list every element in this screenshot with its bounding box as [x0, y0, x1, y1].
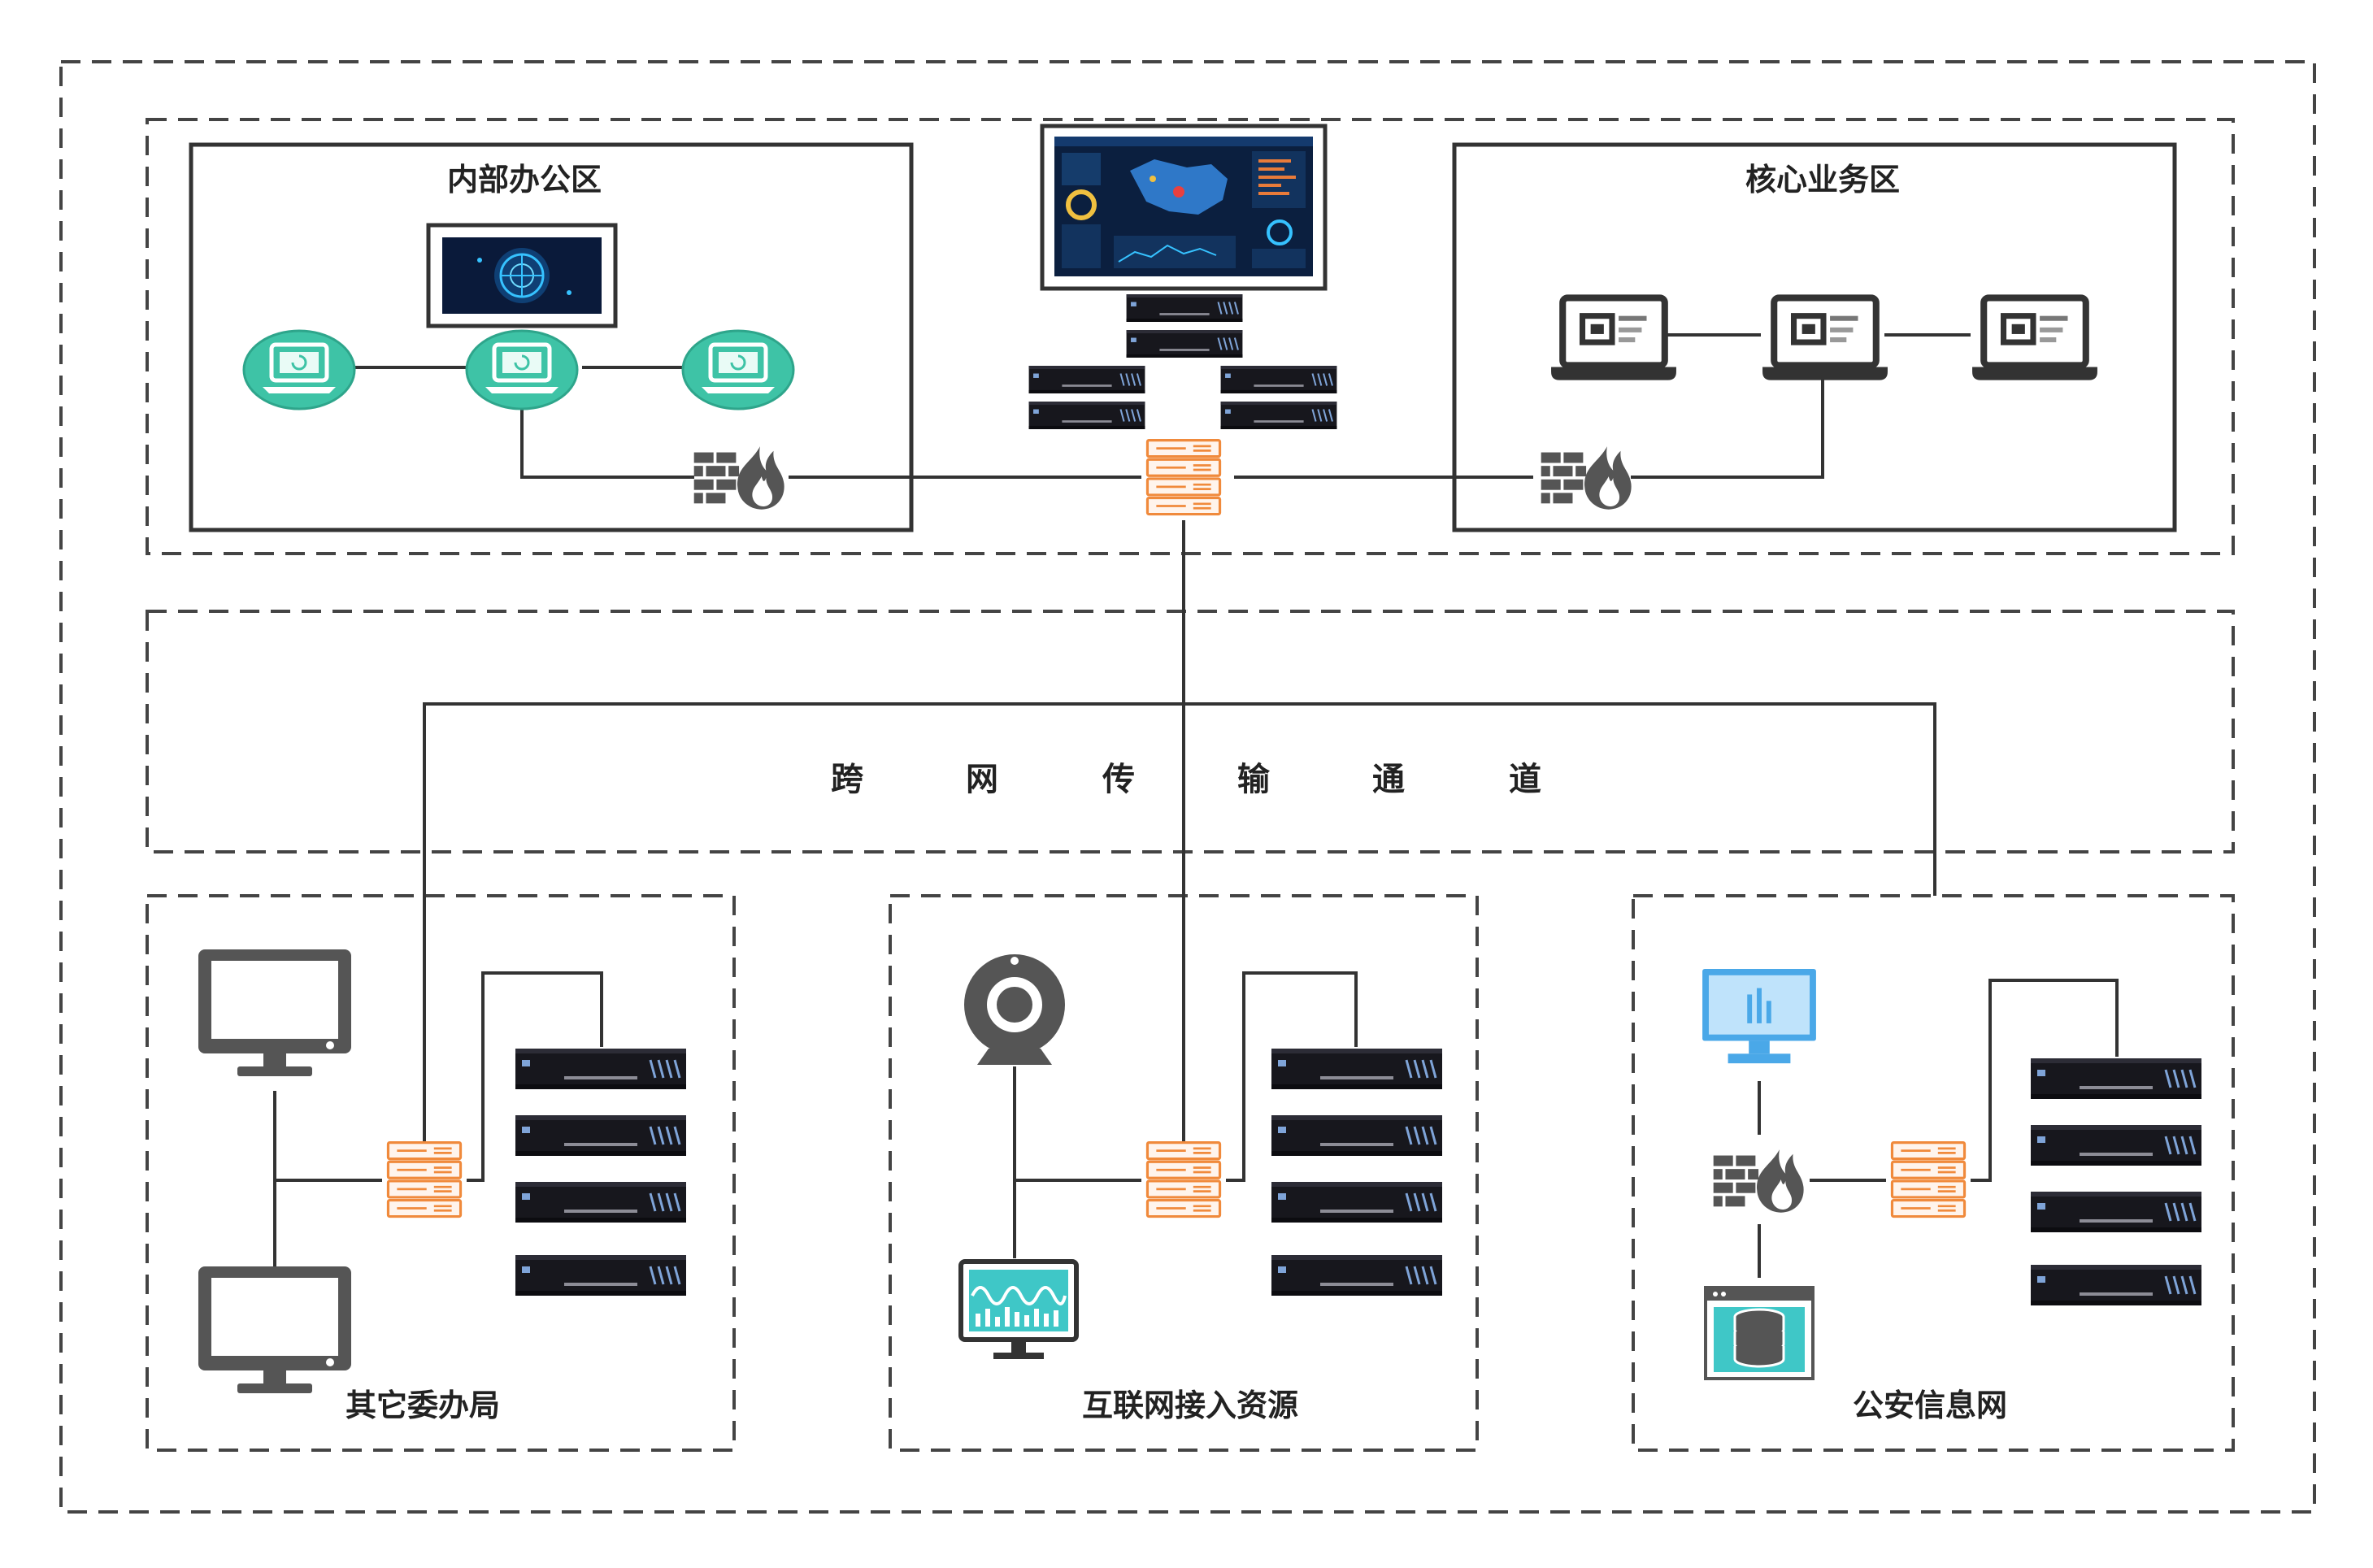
server-icon	[1219, 402, 1338, 429]
firewall-icon	[1713, 1149, 1804, 1213]
channel-char: 道	[1509, 761, 1541, 798]
switch-icon	[1145, 1140, 1222, 1218]
bottom-left-dashed-region	[146, 894, 736, 1452]
globe-screen-icon	[426, 223, 618, 328]
laptop-outline-icon	[1972, 298, 2097, 380]
bottom-right-dashed-region	[1632, 894, 2235, 1452]
firewall-icon	[693, 446, 784, 510]
public-security-title: 公安信息网	[1853, 1388, 2007, 1423]
monitor-icon	[1702, 968, 1816, 1064]
server-icon	[1028, 366, 1146, 393]
teal-laptop-icon	[244, 331, 354, 409]
channel-char: 传	[1102, 761, 1135, 798]
server-icon	[515, 1182, 686, 1223]
core-business-title: 核心业务区	[1745, 162, 1900, 198]
server-icon	[1271, 1182, 1442, 1223]
server-icon	[1125, 294, 1244, 322]
server-icon	[515, 1255, 686, 1296]
switch-icon	[1890, 1140, 1967, 1218]
core-business-zone	[1452, 142, 2177, 532]
cross-network-channel-label: 跨 网 传 输 通 道	[815, 748, 1558, 805]
channel-char: 跨	[831, 761, 864, 798]
internet-access-title: 互联网接入资源	[1082, 1388, 1298, 1423]
server-icon	[1125, 330, 1244, 358]
server-icon	[2031, 1058, 2201, 1099]
dashboard-screen-icon	[1040, 124, 1328, 291]
channel-dashed-region	[146, 610, 2235, 853]
server-icon	[515, 1115, 686, 1156]
internal-office-title: 内部办公区	[447, 162, 602, 198]
monitor-icon	[198, 949, 351, 1076]
analytics-monitor-icon	[961, 1262, 1076, 1359]
switch-icon	[386, 1140, 463, 1218]
internal-office-zone	[189, 142, 914, 532]
database-icon	[1704, 1286, 1815, 1380]
channel-char: 网	[966, 761, 998, 798]
webcam-icon	[964, 954, 1065, 1065]
server-icon	[515, 1049, 686, 1089]
outer-dashed-border	[59, 60, 2316, 1514]
server-icon	[2031, 1125, 2201, 1166]
teal-laptop-icon	[683, 331, 793, 409]
server-icon	[1028, 402, 1146, 429]
server-icon	[1271, 1115, 1442, 1156]
laptop-outline-icon	[1551, 298, 1676, 380]
server-icon	[2031, 1192, 2201, 1232]
top-dashed-region	[146, 118, 2235, 555]
channel-char: 输	[1237, 761, 1271, 798]
server-icon	[2031, 1265, 2201, 1305]
other-bureaus-title: 其它委办局	[346, 1388, 500, 1423]
switch-icon	[1145, 438, 1222, 516]
laptop-outline-icon	[1762, 298, 1888, 380]
server-icon	[1271, 1255, 1442, 1296]
teal-laptop-icon	[467, 331, 577, 409]
server-icon	[1219, 366, 1338, 393]
firewall-icon	[1541, 446, 1632, 510]
channel-char: 通	[1372, 761, 1405, 798]
monitor-icon	[198, 1266, 351, 1393]
server-icon	[1271, 1049, 1442, 1089]
